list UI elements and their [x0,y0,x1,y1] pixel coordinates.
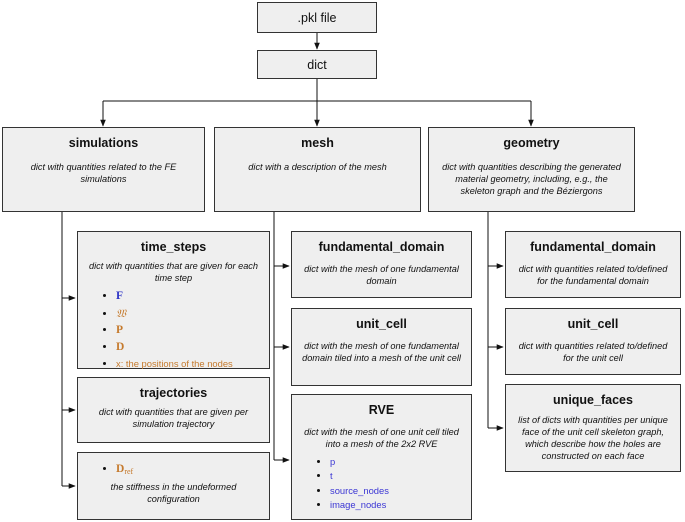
item-node-positions: x: the positions of the nodes [116,357,233,369]
simulations-title: simulations [68,136,139,150]
trajectories-title: trajectories [139,386,208,400]
list-item: x: the positions of the nodes [116,357,269,371]
mesh-fundamental-domain-title: fundamental_domain [318,240,445,254]
item-image-nodes: image_nodes [330,498,387,510]
geometry-fundamental-domain-title: fundamental_domain [530,240,656,254]
dict-label: dict [307,58,327,72]
list-item: p [330,455,471,469]
time-steps-list: F 𝔚 P D x: the positions of the nodes [104,288,269,370]
rve-node: RVE dict with the mesh of one unit cell … [291,394,472,520]
geometry-unit-cell-title: unit_cell [567,317,619,331]
item-ref-subscript: ref [124,467,134,476]
geometry-unit-cell-desc: dict with quantities related to/defined … [518,341,668,364]
item-source-nodes: source_nodes [330,484,389,496]
mesh-node: mesh dict with a description of the mesh [214,127,421,212]
list-item: D [116,339,269,356]
rve-title: RVE [368,403,395,417]
pkl-file-label: .pkl file [297,11,337,25]
trajectories-node: trajectories dict with quantities that a… [77,377,270,443]
item-deformation-gradient: F [116,290,124,303]
simulations-node: simulations dict with quantities related… [2,127,205,212]
mesh-unit-cell-desc: dict with the mesh of one fundamental do… [302,341,461,364]
unique-faces-desc: list of dicts with quantities per unique… [518,415,668,462]
trajectories-desc: dict with quantities that are given per … [98,407,249,430]
item-stress: P [116,324,124,337]
list-item: source_nodes [330,484,471,498]
item-p: p [330,456,336,468]
list-item: 𝔚 [116,306,269,323]
geometry-title: geometry [503,136,560,150]
list-item: t [330,469,471,483]
rve-desc: dict with the mesh of one unit cell tile… [304,427,459,450]
geometry-fundamental-domain-desc: dict with quantities related to/defined … [518,264,668,287]
stiffness-ref-list: Dref [104,461,269,478]
mesh-fundamental-domain-node: fundamental_domain dict with the mesh of… [291,231,472,298]
unique-faces-node: unique_faces list of dicts with quantiti… [505,384,681,472]
time-steps-node: time_steps dict with quantities that are… [77,231,270,369]
mesh-fundamental-domain-desc: dict with the mesh of one fundamental do… [304,264,459,287]
unique-faces-title: unique_faces [553,393,633,407]
list-item: image_nodes [330,498,471,512]
mesh-unit-cell-title: unit_cell [356,317,407,331]
stiffness-ref-node: Dref the stiffness in the undeformed con… [77,452,270,520]
time-steps-title: time_steps [140,240,207,254]
rve-list: p t source_nodes image_nodes [318,455,471,511]
pkl-file-node: .pkl file [257,2,377,33]
list-item: P [116,322,269,339]
item-t: t [330,470,333,482]
mesh-unit-cell-node: unit_cell dict with the mesh of one fund… [291,308,472,386]
geometry-fundamental-domain-node: fundamental_domain dict with quantities … [505,231,681,298]
simulations-desc: dict with quantities related to the FE s… [30,162,177,185]
time-steps-desc: dict with quantities that are given for … [88,261,259,284]
item-strain-energy: 𝔚 [116,306,127,320]
dict-node: dict [257,50,377,79]
item-stiffness: D [116,341,125,354]
list-item: F [116,288,269,305]
geometry-node: geometry dict with quantities describing… [428,127,635,212]
geometry-unit-cell-node: unit_cell dict with quantities related t… [505,308,681,375]
stiffness-ref-desc: the stiffness in the undeformed configur… [110,482,237,505]
list-item: Dref [116,461,269,478]
geometry-desc: dict with quantities describing the gene… [442,162,621,197]
item-ref-stiffness: D [116,463,125,475]
mesh-title: mesh [301,136,334,150]
mesh-desc: dict with a description of the mesh [248,162,387,172]
